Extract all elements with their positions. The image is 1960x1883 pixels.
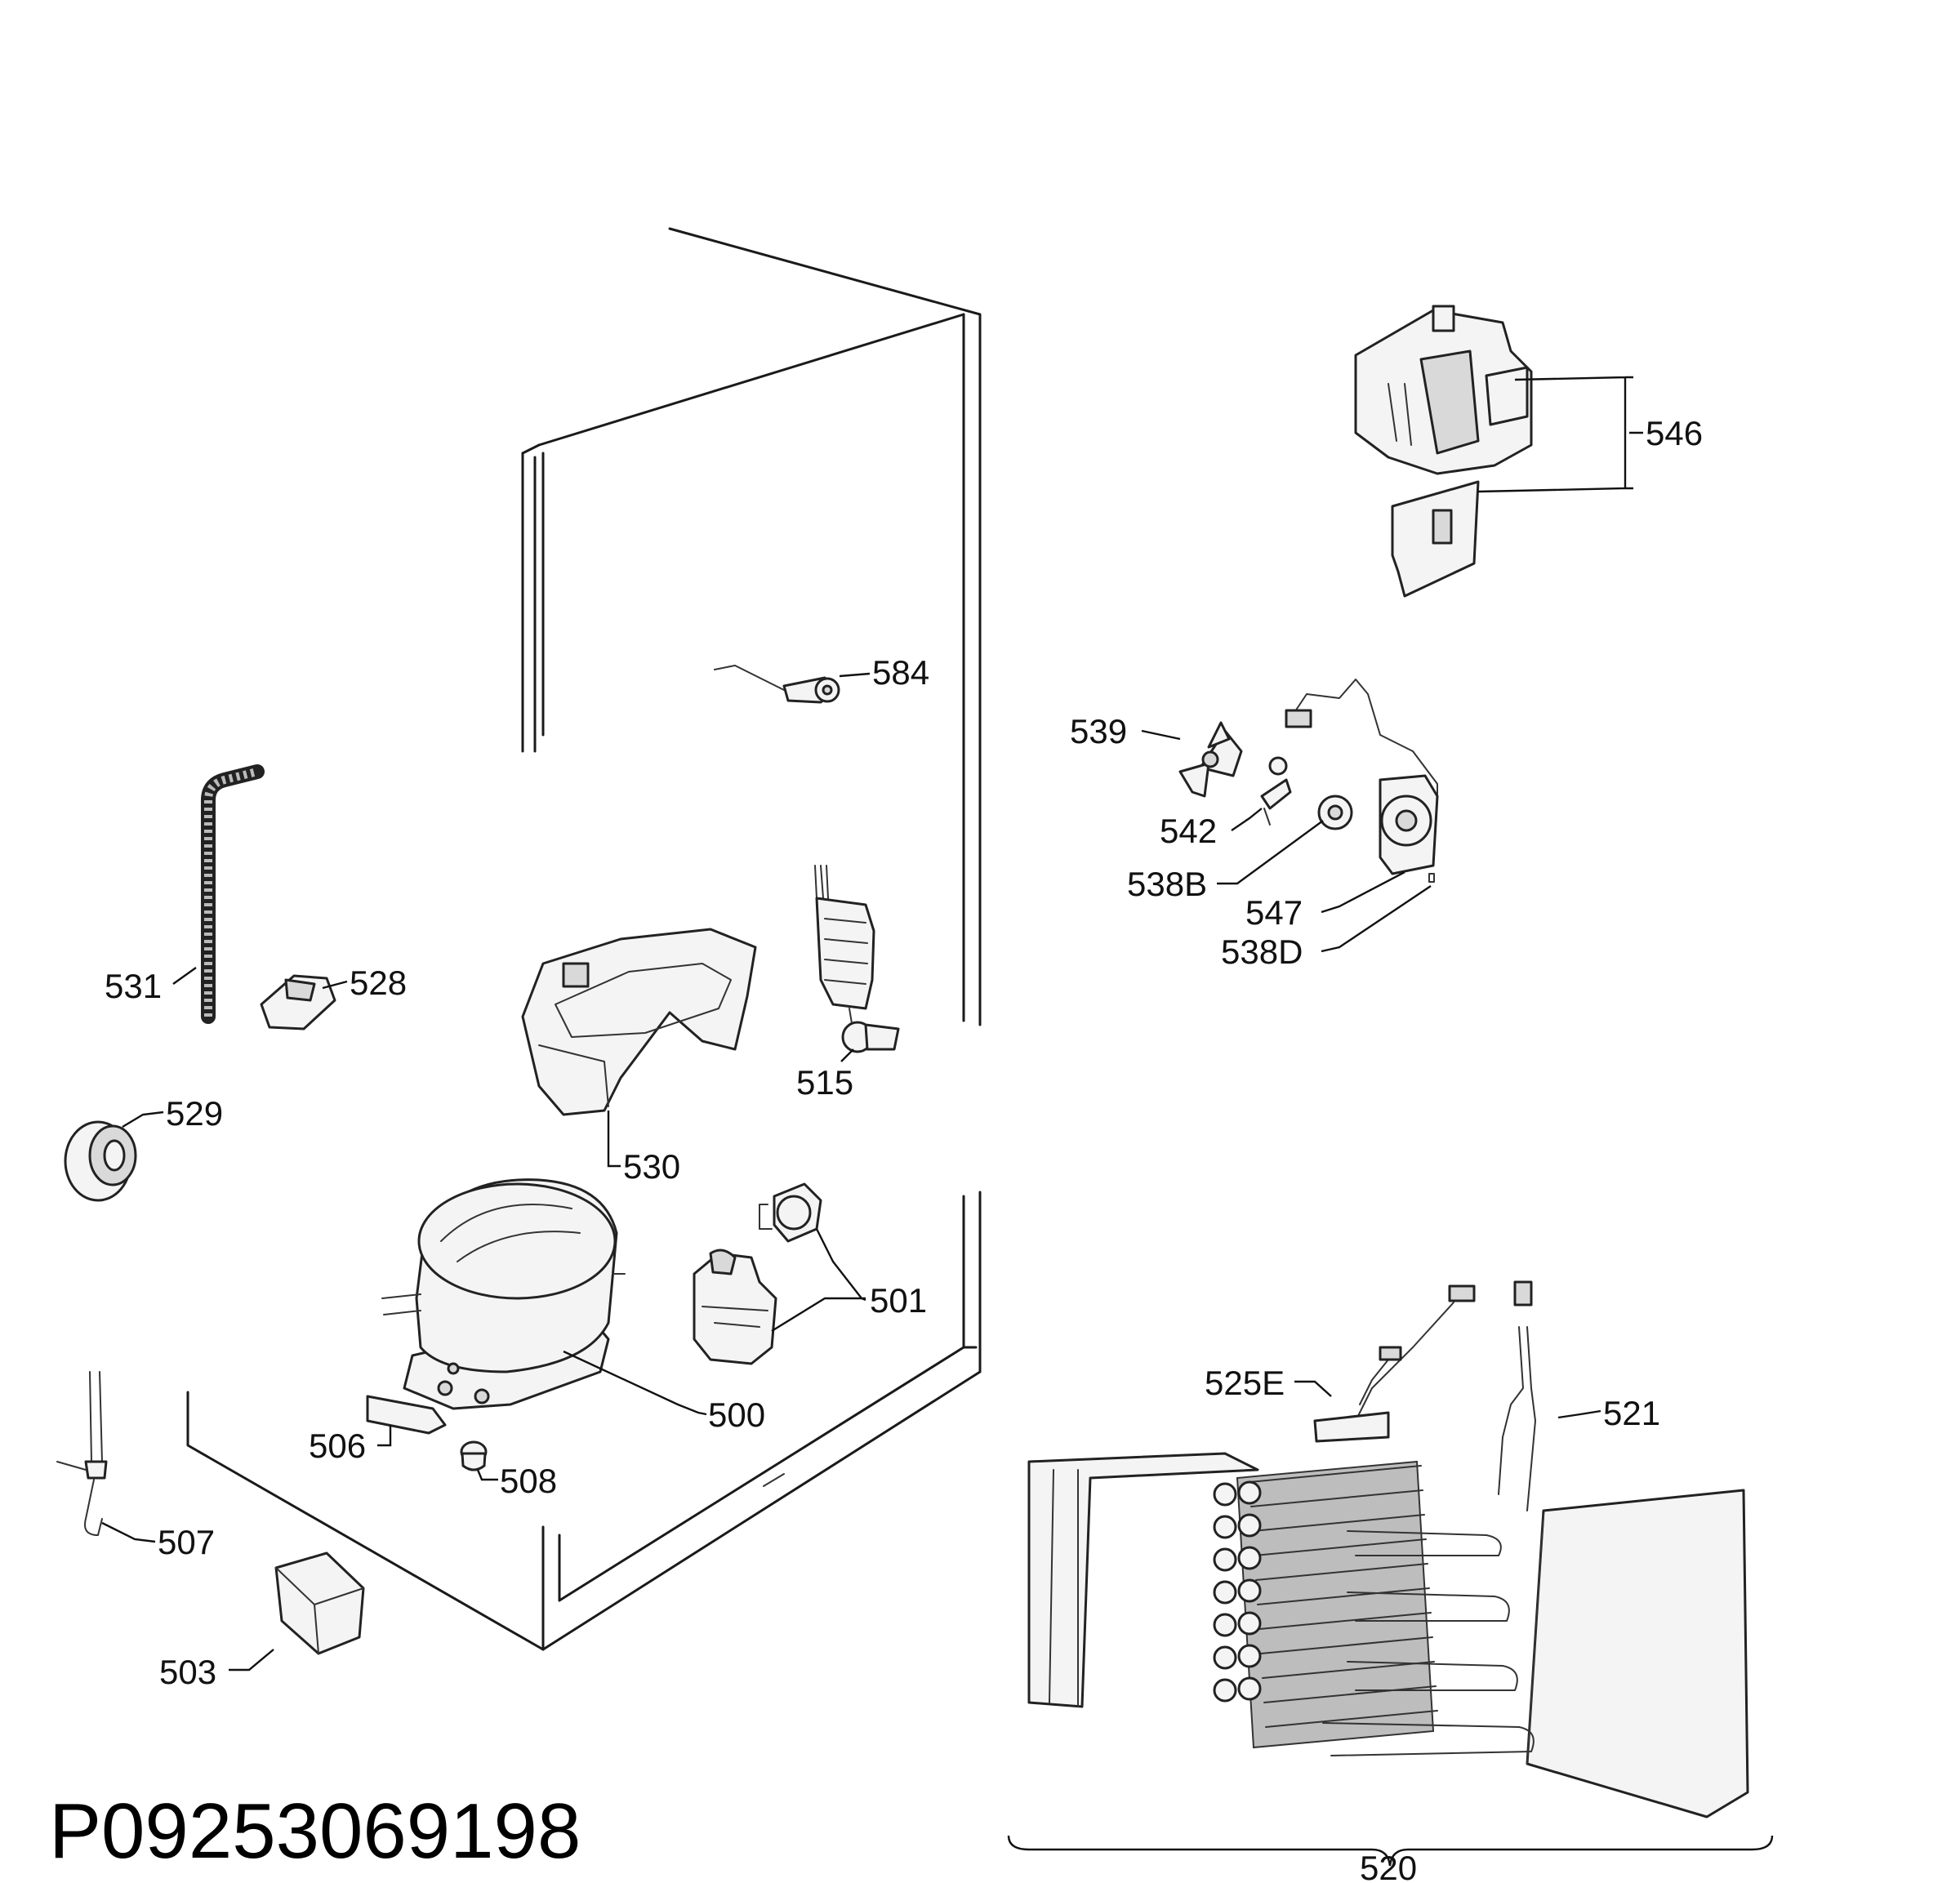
callout-584: 584 — [872, 653, 929, 692]
callout-500: 500 — [708, 1396, 765, 1434]
part-529-grommet — [64, 1120, 137, 1202]
callout-525E: 525E — [1205, 1364, 1285, 1402]
callout-538D: 538D — [1221, 933, 1303, 971]
leader-546 — [1477, 376, 1643, 493]
leader-506 — [377, 1425, 392, 1447]
part-500-compressor — [381, 1178, 626, 1410]
leader-528 — [322, 980, 348, 990]
brace-520 — [1007, 1835, 1774, 1867]
part-508-rubber-foot — [460, 1440, 488, 1471]
callout-531: 531 — [105, 967, 162, 1005]
part-528-clip — [260, 974, 336, 1031]
part-584-sensor — [714, 665, 840, 704]
part-515-defrost-heater — [814, 865, 900, 1053]
part-542-bracket — [1260, 756, 1292, 826]
callout-528: 528 — [350, 964, 407, 1002]
callout-503: 503 — [159, 1653, 216, 1691]
callout-506: 506 — [309, 1427, 366, 1465]
callout-529: 529 — [166, 1094, 223, 1133]
part-503-capacitor — [274, 1551, 365, 1655]
callout-521: 521 — [1603, 1394, 1660, 1432]
leader-530 — [607, 1111, 621, 1168]
part-531-drain-tube — [201, 764, 265, 1024]
callout-547: 547 — [1245, 893, 1303, 932]
evaporator-wiring — [1313, 1280, 1536, 1511]
leader-507 — [101, 1521, 156, 1543]
callout-538B: 538B — [1127, 865, 1207, 903]
callout-530: 530 — [623, 1147, 680, 1186]
callout-542: 542 — [1160, 812, 1217, 850]
document-code: P09253069198 — [49, 1787, 581, 1875]
callout-520: 520 — [1360, 1849, 1417, 1883]
callout-labels: 546 584 539 542 538B 547 538D 531 528 52… — [105, 414, 1703, 1883]
leader-503 — [229, 1649, 274, 1672]
leader-584 — [839, 672, 871, 678]
callout-508: 508 — [500, 1462, 557, 1500]
part-520-evaporator — [1027, 1280, 1749, 1818]
part-538B-gear — [1317, 795, 1353, 830]
callout-515: 515 — [796, 1063, 853, 1102]
fan-assembly-leaders — [1141, 729, 1432, 953]
leader-508 — [476, 1469, 498, 1481]
part-547-fan-motor — [1285, 679, 1439, 883]
leader-529 — [122, 1111, 164, 1128]
evaporator-heater-loops — [1322, 1530, 1535, 1756]
callout-507: 507 — [158, 1523, 215, 1561]
leader-515 — [840, 1048, 854, 1062]
callout-539: 539 — [1070, 712, 1127, 750]
part-507-wire-harness — [56, 1371, 108, 1536]
cabinet-outline — [186, 227, 982, 1651]
callout-546: 546 — [1646, 414, 1703, 452]
leader-501 — [771, 1228, 866, 1333]
part-539-fan-blade — [1178, 721, 1243, 798]
part-501-relay — [693, 1182, 822, 1365]
part-530-drip-tray — [521, 928, 757, 1116]
evaporator-leaders — [1007, 1380, 1774, 1867]
callout-501: 501 — [870, 1281, 927, 1320]
evaporator-tube-ends — [1213, 1480, 1262, 1703]
part-546-control-housing — [1354, 305, 1533, 598]
evaporator-fins — [1249, 1465, 1438, 1728]
leader-500 — [563, 1350, 707, 1416]
part-506-mounting-plate — [366, 1395, 447, 1435]
leader-531 — [172, 967, 197, 985]
